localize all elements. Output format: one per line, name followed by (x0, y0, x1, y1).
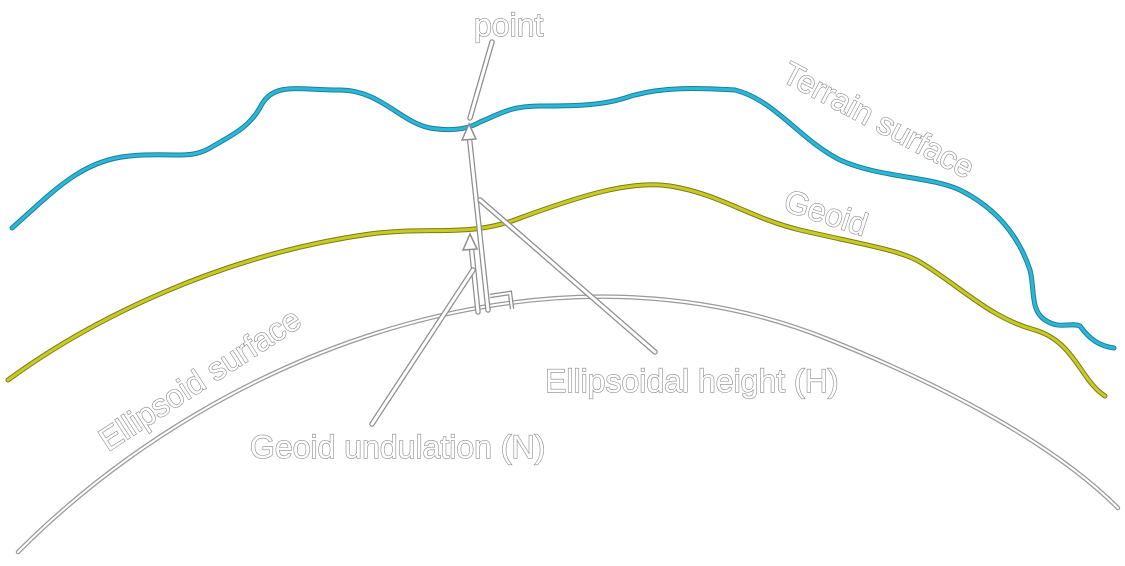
right-angle-marker (489, 290, 515, 310)
terrain-surface-curve (9, 85, 1117, 351)
label-geoid-undulation: Geoid undulation (N) (250, 429, 545, 465)
geoid-line (6, 183, 1107, 398)
geoid-undulation-arrow (461, 232, 481, 315)
label-point: point (474, 7, 544, 43)
point-leader (467, 39, 495, 121)
geoid-undulation-leader (369, 267, 476, 427)
label-terrain-surface: Terrain surface (777, 54, 981, 185)
geoid-curve (5, 182, 1108, 399)
ellipsoid-surface-curve (15, 294, 1121, 555)
terrain-line (10, 86, 1116, 350)
label-ellipsoidal-height: Ellipsoidal height (H) (545, 363, 838, 399)
ellipsoidal-height-leader (477, 197, 658, 355)
ellipsoidal-height-arrow (460, 122, 491, 313)
